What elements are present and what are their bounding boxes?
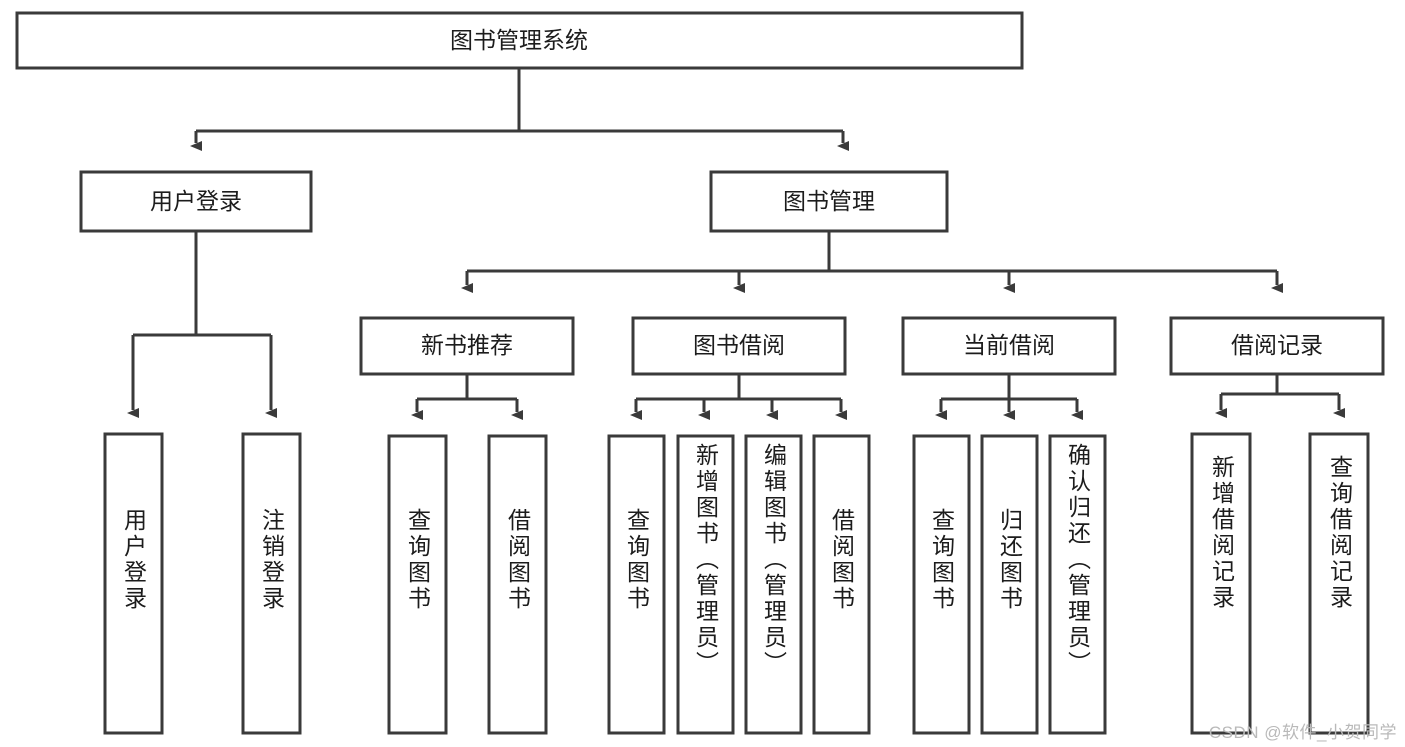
leaf-node-record-query[interactable] xyxy=(1308,432,1370,735)
connector-new-book-to-leaves xyxy=(411,374,523,420)
connector-user-login-to-leaves xyxy=(127,231,277,418)
leaf-node-new-book-query[interactable] xyxy=(387,434,448,735)
leaf-node-borrow-query[interactable] xyxy=(607,434,666,735)
node-new-book-recommend-label: 新书推荐 xyxy=(421,332,513,358)
leaf-node-current-confirm-return[interactable] xyxy=(1048,434,1107,735)
leaf-node-borrow-edit[interactable] xyxy=(744,434,803,735)
leaf-node-user-login-login[interactable] xyxy=(103,432,164,735)
node-root[interactable]: 图书管理系统 xyxy=(15,11,1024,70)
watermark-text: CSDN @软件_小贺同学 xyxy=(1208,723,1397,742)
node-borrow-record-label: 借阅记录 xyxy=(1231,332,1323,358)
node-book-borrow[interactable]: 图书借阅 xyxy=(631,316,847,376)
node-new-book-recommend[interactable]: 新书推荐 xyxy=(359,316,575,376)
leaf-node-borrow-add[interactable] xyxy=(676,434,735,735)
node-borrow-record[interactable]: 借阅记录 xyxy=(1169,316,1385,376)
node-book-manage[interactable]: 图书管理 xyxy=(709,170,949,233)
leaf-node-borrow-lend[interactable] xyxy=(812,434,871,735)
node-root-label: 图书管理系统 xyxy=(450,27,588,53)
connector-borrow-record-to-leaves xyxy=(1215,374,1345,418)
node-user-login[interactable]: 用户登录 xyxy=(79,170,313,233)
leaf-node-user-login-logout[interactable] xyxy=(241,432,302,735)
node-current-borrow[interactable]: 当前借阅 xyxy=(901,316,1117,376)
node-user-login-label: 用户登录 xyxy=(150,188,242,214)
connector-root-to-level2 xyxy=(190,68,849,151)
node-book-borrow-label: 图书借阅 xyxy=(693,332,785,358)
leaf-node-new-book-borrow[interactable] xyxy=(487,434,548,735)
connector-book-borrow-to-leaves xyxy=(630,374,847,420)
node-book-manage-label: 图书管理 xyxy=(783,188,875,214)
connector-current-borrow-to-leaves xyxy=(935,374,1083,420)
leaf-node-current-return[interactable] xyxy=(980,434,1039,735)
node-current-borrow-label: 当前借阅 xyxy=(963,332,1055,358)
connector-book-manage-to-level3 xyxy=(461,231,1283,293)
leaf-node-current-query[interactable] xyxy=(912,434,971,735)
leaf-node-record-add[interactable] xyxy=(1190,432,1252,735)
